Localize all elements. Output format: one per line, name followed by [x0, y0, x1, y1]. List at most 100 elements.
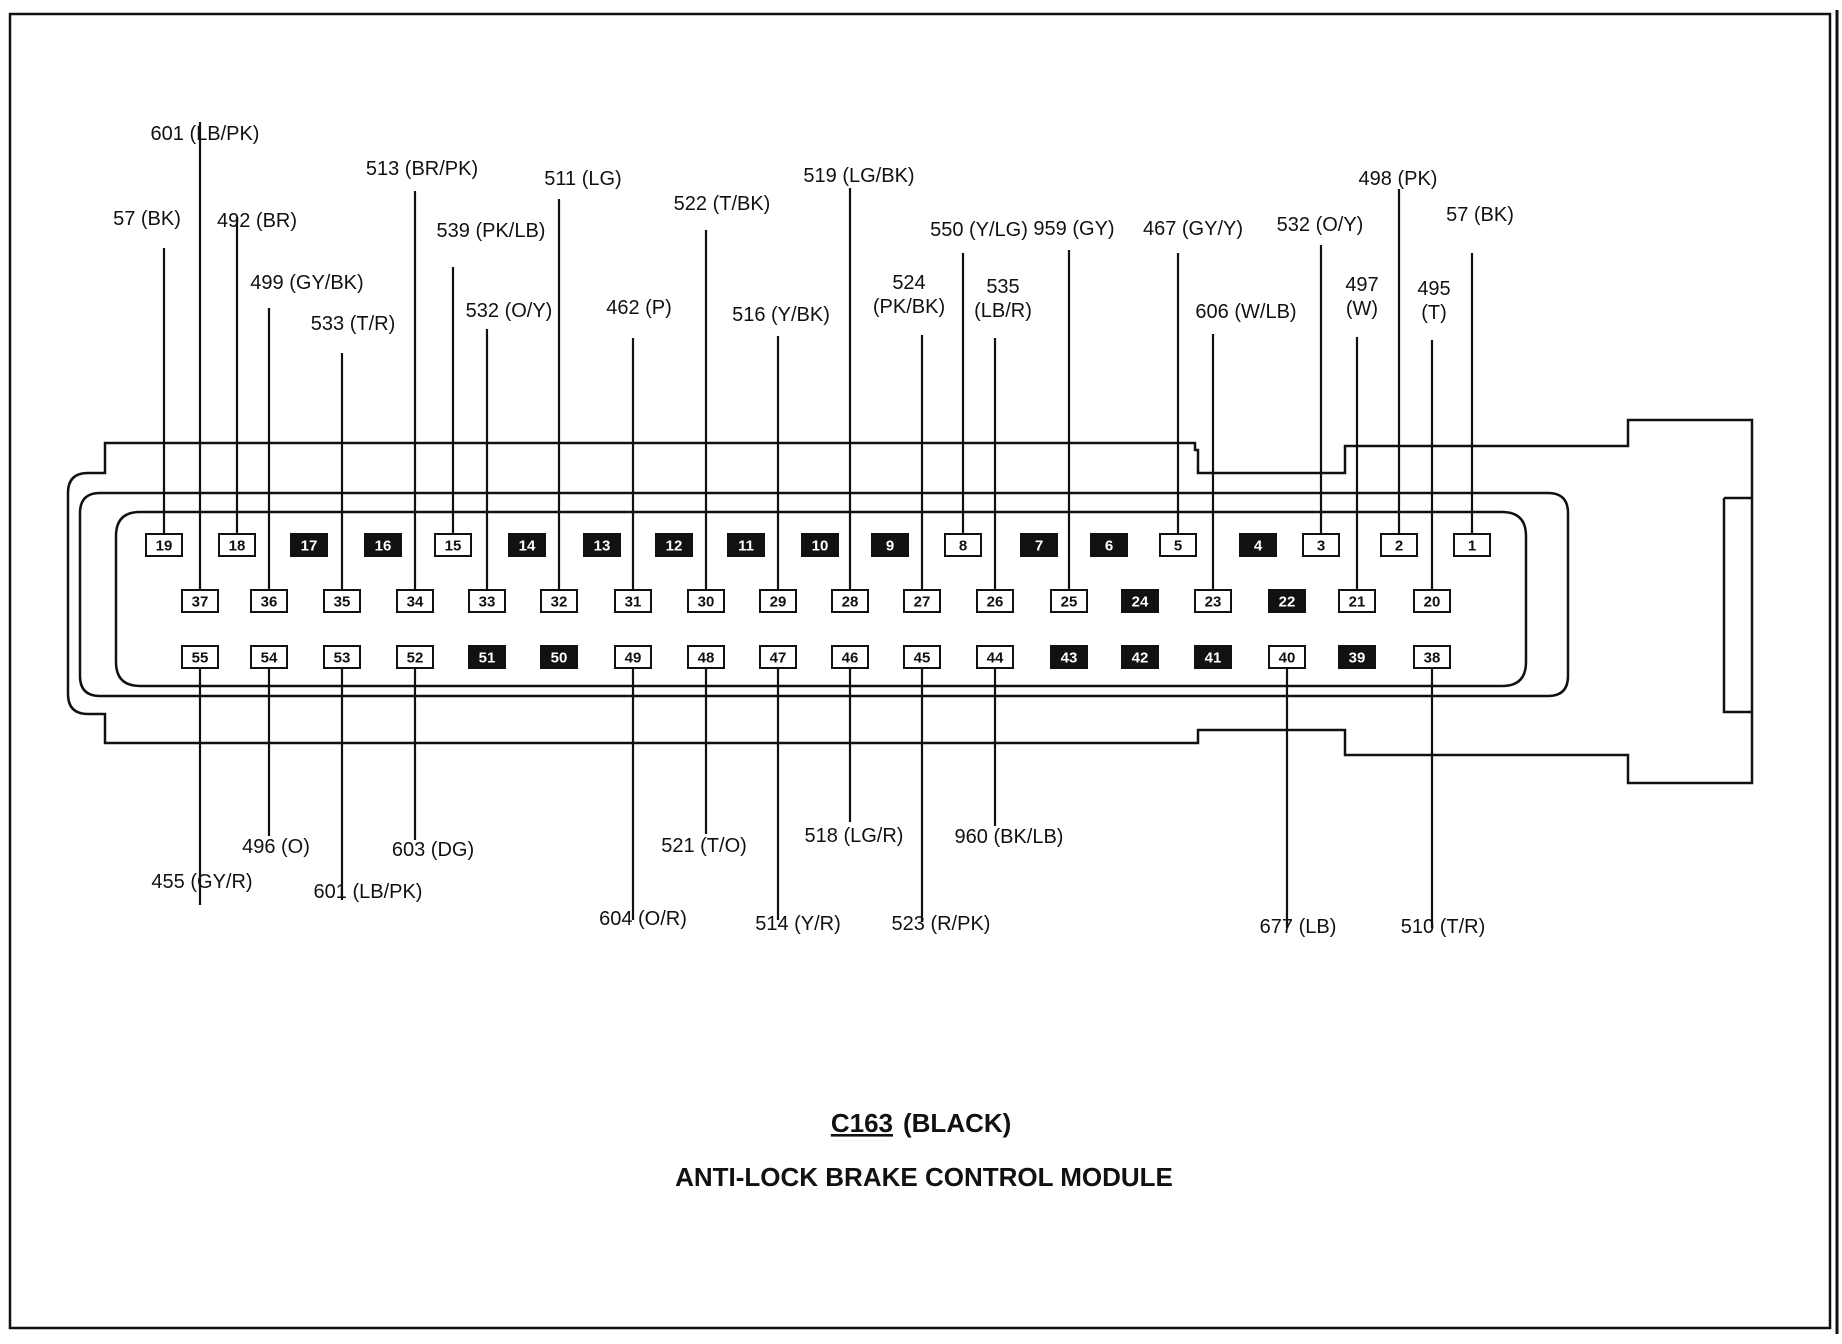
pin-open: [323, 589, 361, 613]
wire-label: 532 (O/Y): [1277, 214, 1364, 236]
pin-open: [759, 589, 797, 613]
pin-number: 4: [1254, 538, 1263, 555]
wire-label: 462 (P): [606, 297, 672, 319]
pin-open: [976, 645, 1014, 669]
pin-number: 25: [1061, 594, 1078, 611]
pin-number: 18: [229, 538, 246, 555]
pin-open: [687, 645, 725, 669]
pin-cavity: 53: [323, 645, 361, 669]
pin-number: 23: [1205, 594, 1222, 611]
wire-label: 57 (BK): [113, 208, 181, 230]
pin-open: [1453, 533, 1491, 557]
module-name: ANTI-LOCK BRAKE CONTROL MODULE: [675, 1162, 1173, 1192]
pin-cavity: 25: [1050, 589, 1088, 613]
pin-cavity: 8: [944, 533, 982, 557]
pin-cavity: 55: [181, 645, 219, 669]
pin-number: 16: [375, 538, 392, 555]
pin-number: 21: [1349, 594, 1366, 611]
pin-cavity: 39: [1338, 645, 1376, 669]
wire-label: 677 (LB): [1260, 916, 1337, 938]
pin-cavity: 51: [468, 645, 506, 669]
pin-plugged: [1090, 533, 1128, 557]
pin-cavity: 48: [687, 645, 725, 669]
wire-label: (T): [1421, 302, 1447, 324]
pin-number: 37: [192, 594, 209, 611]
pin-number: 2: [1395, 538, 1403, 555]
pin-cavity: 20: [1413, 589, 1451, 613]
pin-number: 34: [407, 594, 424, 611]
wire-label: 521 (T/O): [661, 835, 747, 857]
pin-cavity: 9: [871, 533, 909, 557]
pin-open: [759, 645, 797, 669]
pin-open: [687, 589, 725, 613]
pin-cavity: 40: [1268, 645, 1306, 669]
connector-housing: [66, 418, 1754, 785]
wire-label: 496 (O): [242, 836, 310, 858]
pin-plugged: [1121, 645, 1159, 669]
pin-cavity: 4: [1239, 533, 1277, 557]
pin-cavity: 27: [903, 589, 941, 613]
wire-label: 606 (W/LB): [1195, 301, 1296, 323]
wire-label: 603 (DG): [392, 839, 474, 861]
pin-cavity: 10: [801, 533, 839, 557]
wire-label: 519 (LG/BK): [803, 165, 914, 187]
wire-label: 497: [1345, 274, 1378, 296]
wire-label: 535: [986, 276, 1019, 298]
wire-labels: 57 (BK)492 (BR)539 (PK/LB)550 (Y/LG)467 …: [113, 123, 1514, 938]
wire-label: 601 (LB/PK): [151, 123, 260, 145]
wire-label: (W): [1346, 298, 1378, 320]
pin-cavity: 46: [831, 645, 869, 669]
pin-cavity: 21: [1338, 589, 1376, 613]
pin-number: 35: [334, 594, 351, 611]
wire-label: 516 (Y/BK): [732, 304, 830, 326]
pin-open: [1413, 589, 1451, 613]
pin-number: 41: [1205, 650, 1222, 667]
pin-number: 11: [738, 538, 754, 555]
pin-open: [145, 533, 183, 557]
pin-number: 27: [914, 594, 931, 611]
pin-open: [434, 533, 472, 557]
wire-label: 550 (Y/LG): [930, 219, 1028, 241]
pin-open: [1380, 533, 1418, 557]
pin-number: 40: [1279, 650, 1296, 667]
wire-label: 518 (LG/R): [805, 825, 904, 847]
pin-cavity: 11: [727, 533, 765, 557]
pin-plugged: [540, 645, 578, 669]
pin-open: [614, 645, 652, 669]
pin-cavity: 24: [1121, 589, 1159, 613]
pin-cavity: 45: [903, 645, 941, 669]
pin-cavity: 15: [434, 533, 472, 557]
pin-cavity: 16: [364, 533, 402, 557]
pin-cavity: 47: [759, 645, 797, 669]
pin-open: [218, 533, 256, 557]
pin-cavity: 50: [540, 645, 578, 669]
pin-number: 48: [698, 650, 715, 667]
pin-open: [1268, 645, 1306, 669]
pin-open: [250, 589, 288, 613]
pin-open: [1302, 533, 1340, 557]
pin-plugged: [655, 533, 693, 557]
pin-cavity: 13: [583, 533, 621, 557]
pin-open: [396, 645, 434, 669]
wire-label: 467 (GY/Y): [1143, 218, 1243, 240]
pin-number: 26: [987, 594, 1004, 611]
pin-open: [976, 589, 1014, 613]
pin-number: 51: [479, 650, 496, 667]
pin-cavity: 34: [396, 589, 434, 613]
pin-number: 28: [842, 594, 859, 611]
pin-number: 30: [698, 594, 715, 611]
pin-cavity: 33: [468, 589, 506, 613]
pin-cavity: 6: [1090, 533, 1128, 557]
pin-number: 10: [812, 538, 829, 555]
pin-cavity: 44: [976, 645, 1014, 669]
pin-open: [181, 645, 219, 669]
pin-cavity: 30: [687, 589, 725, 613]
pin-cavity: 36: [250, 589, 288, 613]
pin-number: 55: [192, 650, 209, 667]
pin-open: [250, 645, 288, 669]
pin-cavity: 32: [540, 589, 578, 613]
pin-number: 9: [886, 538, 894, 555]
pin-plugged: [1338, 645, 1376, 669]
pin-number: 19: [156, 538, 173, 555]
pin-open: [1159, 533, 1197, 557]
